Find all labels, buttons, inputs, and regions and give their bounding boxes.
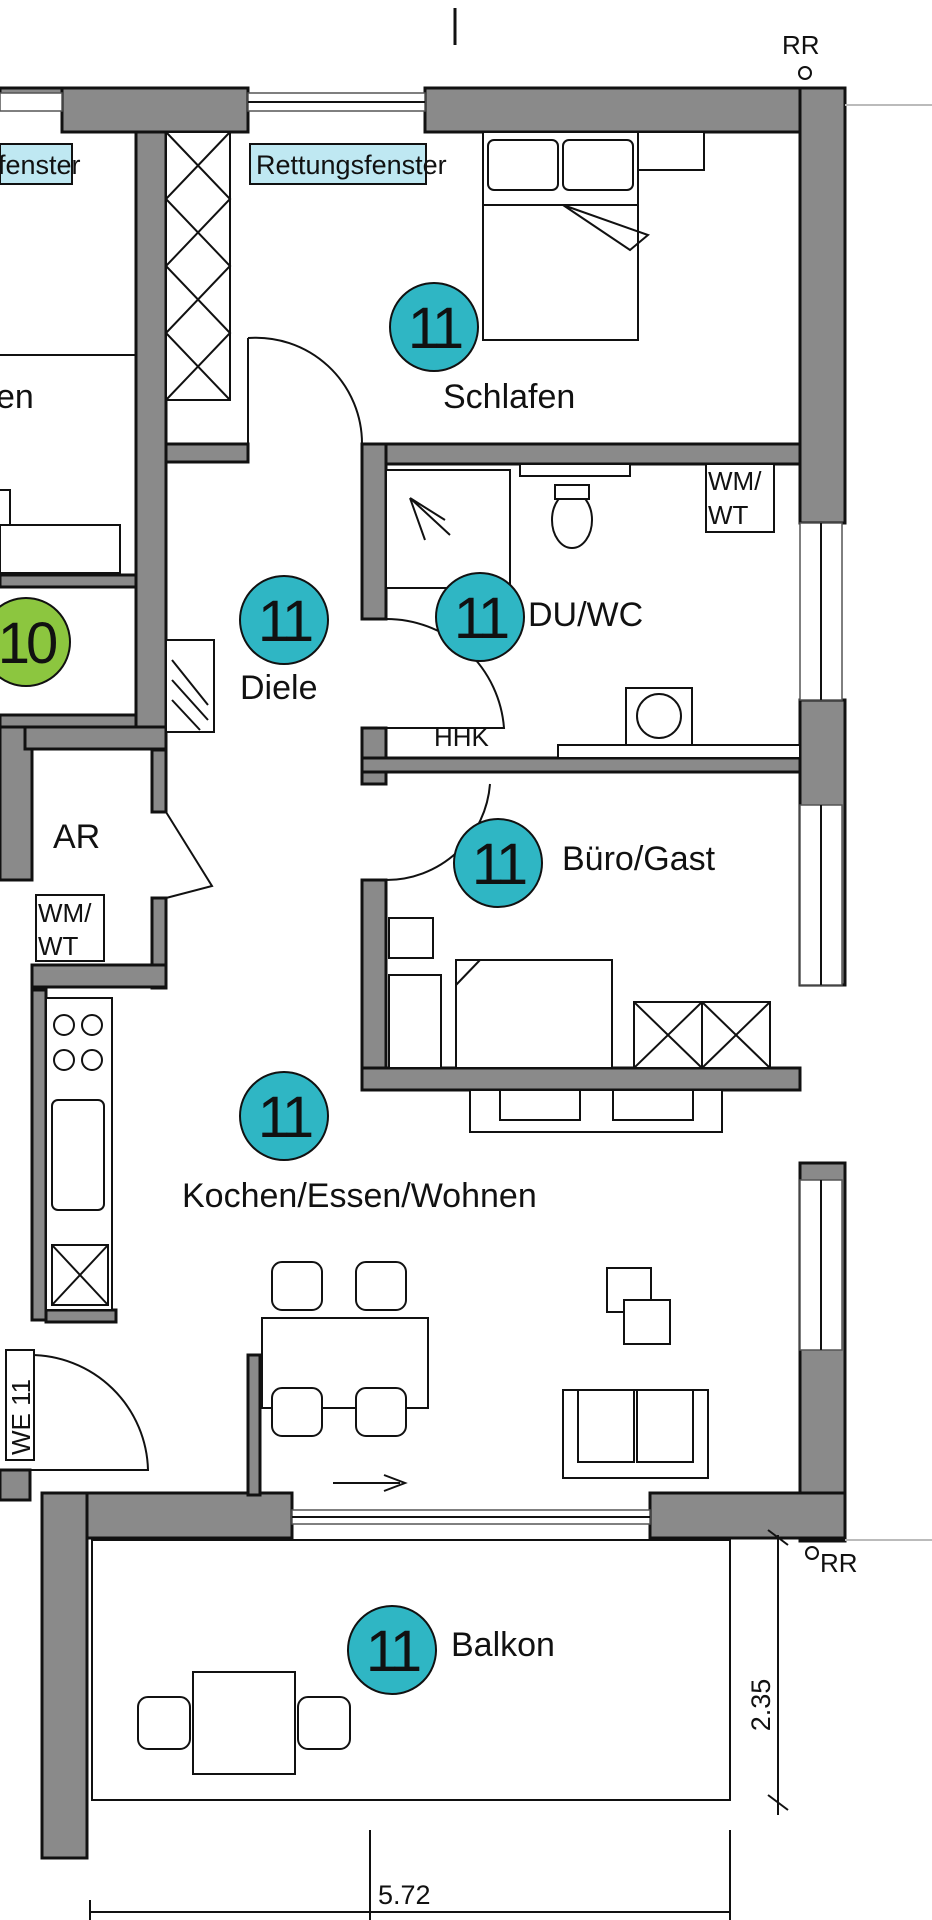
room-label-partial: en: [0, 378, 34, 416]
unit-badge-buero: 11: [453, 818, 543, 908]
unit-badge-schlafen: 11: [389, 282, 479, 372]
room-label-buero-gast: Büro/Gast: [562, 840, 716, 878]
furniture: [0, 131, 801, 1801]
unit-badge-balkon: 11: [347, 1605, 437, 1695]
unit-number: 11: [258, 1085, 312, 1150]
rettungsfenster-tag: Rettungsfenster: [249, 143, 447, 185]
wm-wt-line2: WT: [708, 500, 749, 530]
wm-wt-line2: WT: [38, 931, 79, 961]
hhk-label: HHK: [434, 722, 490, 752]
stair-label: WE 11: [6, 1379, 36, 1455]
dimension-width: 5.72: [378, 1880, 431, 1910]
wm-wt-bath: WM/ WT: [708, 466, 762, 530]
room-label-kochen: Kochen/Essen/Wohnen: [182, 1177, 537, 1215]
rr-label-right: RR: [820, 1548, 858, 1578]
rettungsfenster-tag-partial: fenster: [0, 143, 81, 185]
rr-label-top: RR: [782, 30, 820, 60]
dimension-lines: [89, 66, 819, 1920]
room-label-ar: AR: [53, 818, 100, 856]
wm-wt-line1: WM/: [708, 466, 762, 496]
windows: [0, 8, 932, 1541]
unit-number: 11: [472, 832, 526, 897]
room-label-schlafen: Schlafen: [443, 378, 575, 416]
wm-wt-line1: WM/: [38, 898, 92, 928]
room-label-du-wc: DU/WC: [528, 596, 643, 634]
unit-number: 11: [258, 589, 312, 654]
room-label-balkon: Balkon: [451, 1626, 555, 1664]
walls: [0, 86, 847, 1860]
unit-badge-diele: 11: [239, 575, 329, 665]
rettungsfenster-partial-label: fenster: [0, 150, 81, 180]
wm-wt-ar: WM/ WT: [38, 898, 92, 961]
unit-badge-neighbor: 10: [0, 597, 71, 687]
unit-number: 11: [408, 296, 462, 361]
unit-number: 11: [454, 586, 508, 651]
unit-number-neighbor: 10: [0, 611, 56, 676]
unit-badge-kochen: 11: [239, 1071, 329, 1161]
dimension-balkon-depth: 2.35: [746, 1679, 776, 1732]
unit-number: 11: [366, 1619, 420, 1684]
room-label-diele: Diele: [240, 669, 317, 707]
unit-badge-du-wc: 11: [435, 572, 525, 662]
rettungsfenster-label: Rettungsfenster: [256, 150, 447, 180]
